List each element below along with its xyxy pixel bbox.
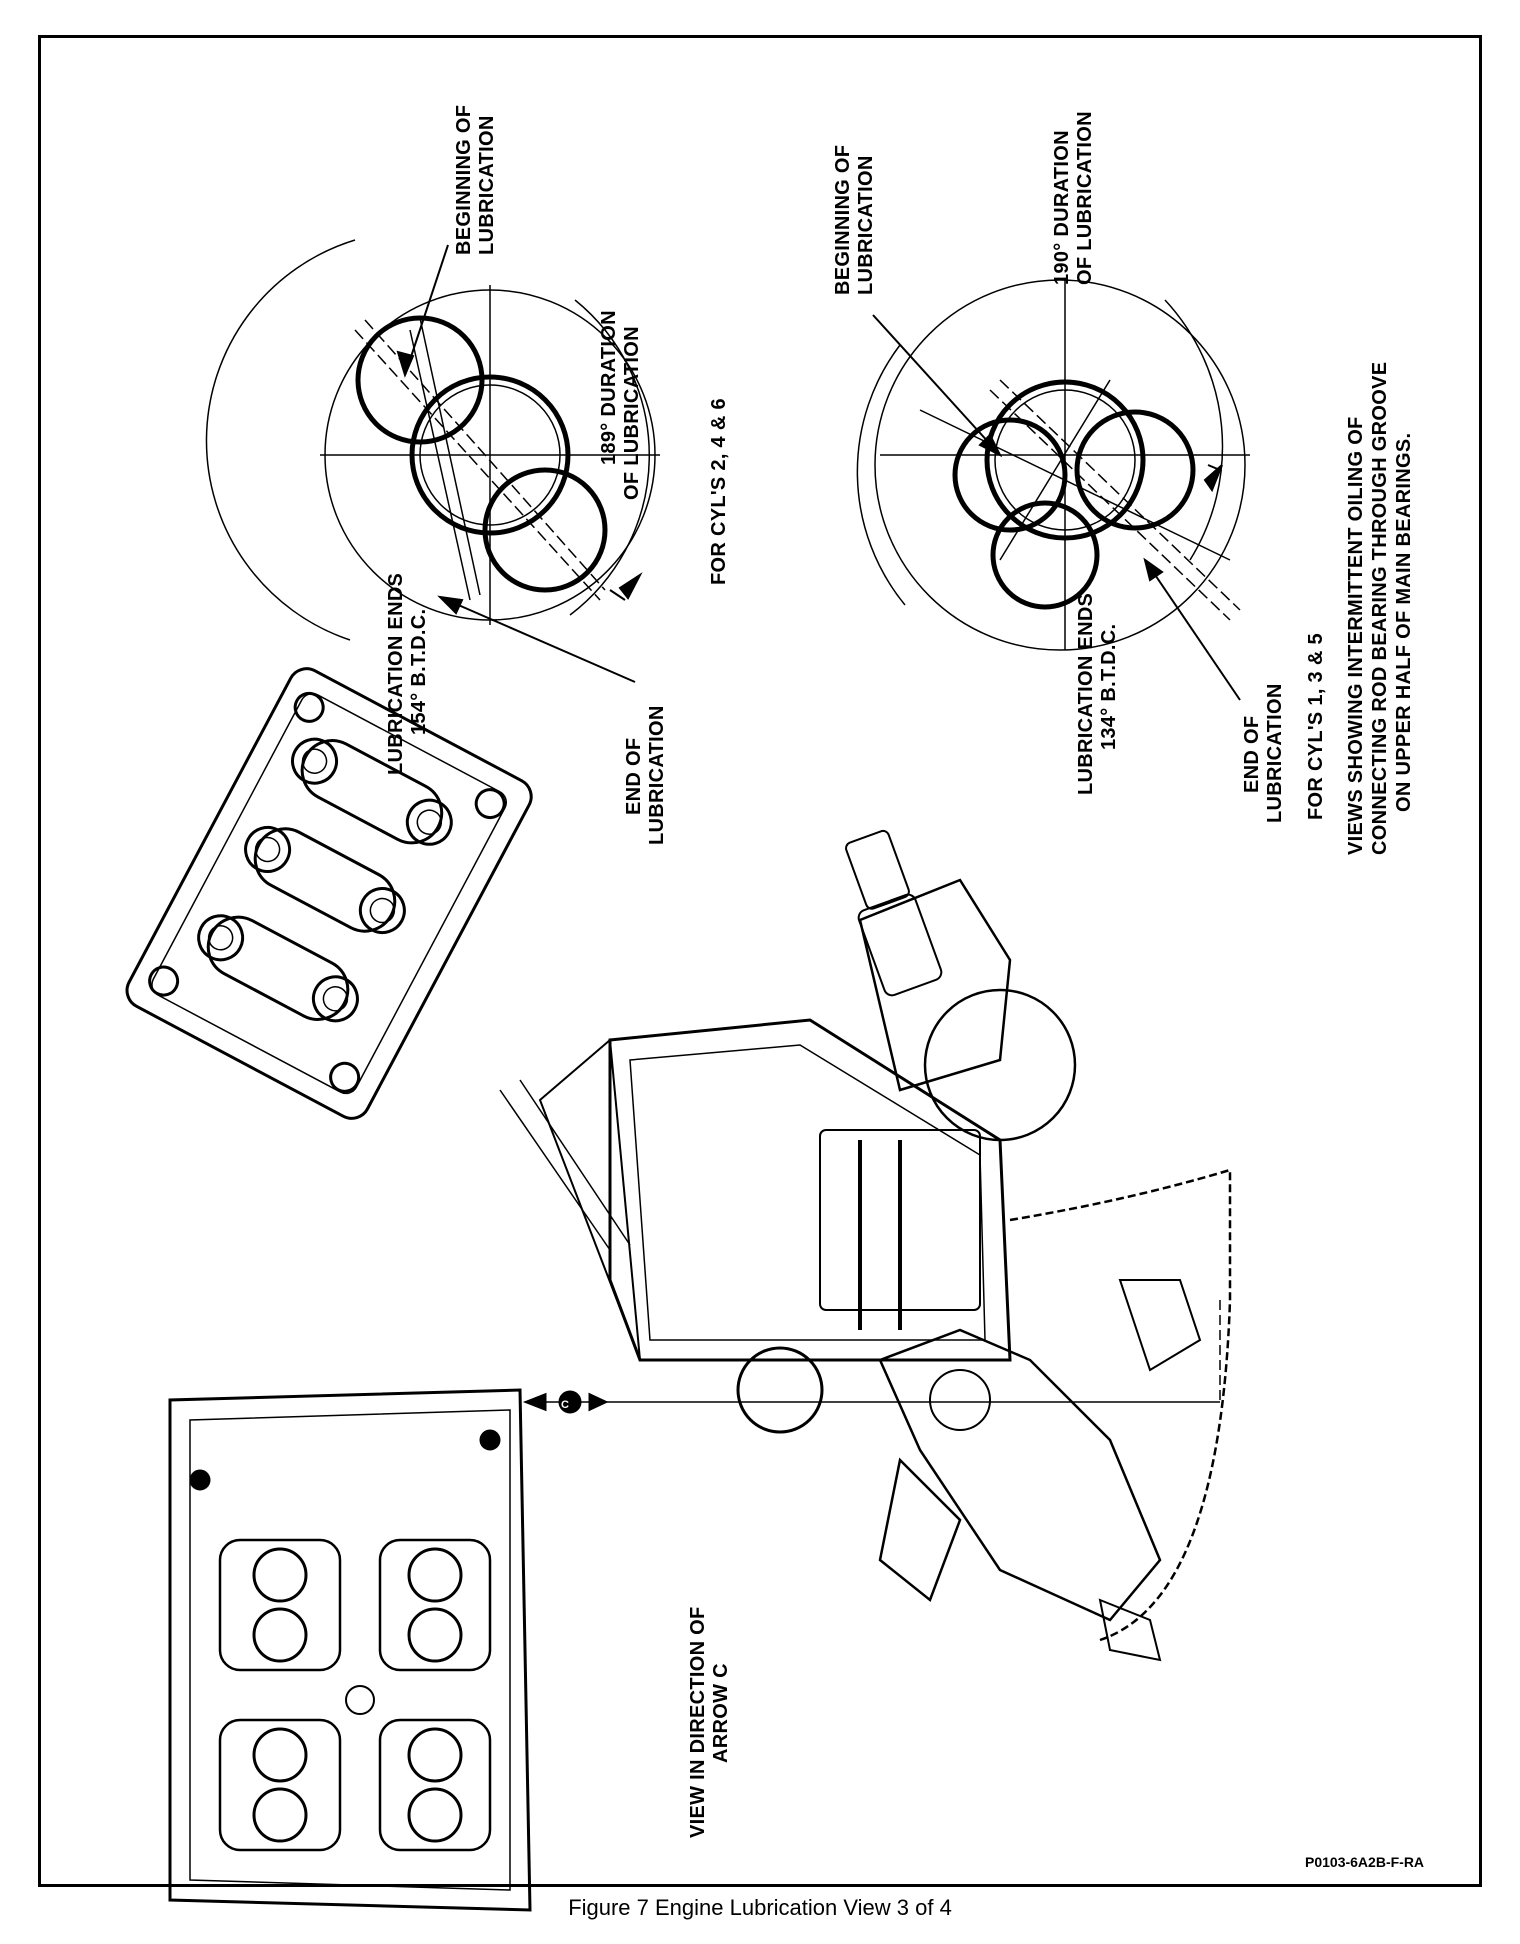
cyl135-end-of-label: END OF <box>1241 716 1263 793</box>
leader-lines-cyl-135 <box>872 314 1241 701</box>
cyl246-ends-label: LUBRICATION ENDS <box>385 573 407 775</box>
cyl246-duration-label: 189° DURATION <box>598 310 620 465</box>
cyl135-beginning-label: BEGINNING OF <box>832 145 854 295</box>
cyl246-duration-label-2: OF LUBRICATION <box>621 326 643 500</box>
figure-caption: Figure 7 Engine Lubrication View 3 of 4 <box>568 1895 952 1920</box>
reference-code: P0103-6A2B-F-RA <box>1305 1854 1425 1870</box>
bearing-view-cyl-135 <box>856 279 1250 651</box>
arrow-c-view-label-2: ARROW C <box>710 1663 732 1763</box>
cyl135-duration-label-2: OF LUBRICATION <box>1074 111 1096 285</box>
arrow-c-view-drawing <box>168 1388 532 1912</box>
figure-frame <box>38 35 1482 1887</box>
cyl135-caption: FOR CYL'S 1, 3 & 5 <box>1305 633 1327 820</box>
views-note-line-3: ON UPPER HALF OF MAIN BEARINGS. <box>1393 433 1415 812</box>
arrow-c-view-label: VIEW IN DIRECTION OF <box>687 1606 709 1838</box>
engine-block-drawing <box>499 829 1232 1662</box>
cyl135-ends-label: LUBRICATION ENDS <box>1075 593 1097 795</box>
bearing-view-cyl-246 <box>205 239 660 641</box>
arrow-c-letter: C <box>561 1399 569 1411</box>
views-note-line-2: CONNECTING ROD BEARING THROUGH GROOVE <box>1369 362 1391 855</box>
cyl135-ends-label-2: 134° B.T.D.C. <box>1098 624 1120 750</box>
cylinder-head-drawing <box>125 667 533 1120</box>
cyl135-beginning-label-2: LUBRICATION <box>855 155 877 295</box>
cyl135-duration-label: 190° DURATION <box>1051 130 1073 285</box>
cyl246-end-of-label: END OF <box>623 738 645 815</box>
cyl246-caption: FOR CYL'S 2, 4 & 6 <box>708 398 730 585</box>
views-note-line-1: VIEWS SHOWING INTERMITTENT OILING OF <box>1345 416 1367 855</box>
cyl246-ends-label-2: 154° B.T.D.C. <box>408 609 430 735</box>
cyl246-beginning-label-2: LUBRICATION <box>476 115 498 255</box>
cyl246-end-of-label-2: LUBRICATION <box>646 705 668 845</box>
leader-lines-cyl-246 <box>396 244 643 683</box>
cyl135-end-of-label-2: LUBRICATION <box>1264 683 1286 823</box>
cyl246-beginning-label: BEGINNING OF <box>453 105 475 255</box>
